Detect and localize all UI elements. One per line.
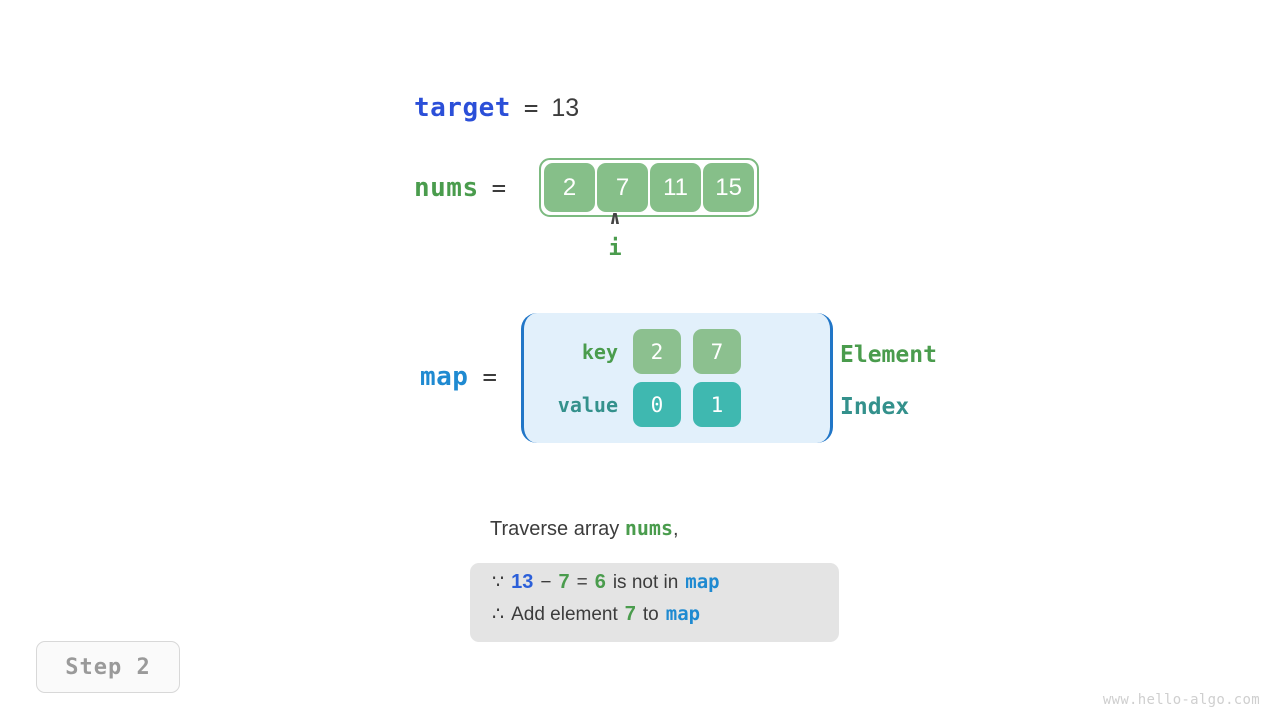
minus-operator: − [540,572,552,593]
caption-highlight: nums [624,516,674,540]
because-symbol: ∵ [492,572,505,593]
map-variable-name: map [420,362,469,392]
caption-suffix: , [673,518,679,540]
pointer-label: i [608,236,622,261]
therefore-symbol: ∴ [492,604,505,625]
target-declaration: target = 13 [414,93,579,123]
explanation-text-after: to [642,604,659,625]
nums-declaration: nums = 2 7 11 15 [414,158,760,217]
array-cell: 7 [597,163,649,212]
explanation-line-1: ∵ 13 − 7 = 6 is not in map [492,571,819,603]
caption: Traverse array nums, [490,516,679,541]
map-row-labels: key value [548,313,618,443]
map-value-cell: 0 [633,382,681,427]
explanation-text-before: Add element [511,604,618,625]
explanation-line-2: ∴ Add element 7 to map [492,603,819,635]
map-element-label: Element [840,342,937,368]
explanation-box: ∵ 13 − 7 = 6 is not in map ∴ Add element… [470,563,839,642]
map-value-cell: 1 [693,382,741,427]
map-key-cell: 7 [693,329,741,374]
explanation-complement: 6 [594,571,606,593]
array-cell: 15 [703,163,755,212]
map-value-row-label: value [557,393,618,417]
map-entry: 2 0 [633,329,681,427]
target-equals-sign: = [523,94,539,122]
pointer-caret-icon: ∧ [609,207,621,229]
explanation-current-element: 7 [558,571,570,593]
explanation-target-value: 13 [511,571,534,593]
explanation-text: is not in [612,572,679,593]
watermark: www.hello-algo.com [1102,692,1260,708]
array-index-pointer: ∧ i [589,208,641,264]
caption-prefix: Traverse array [490,518,625,540]
nums-equals-sign: = [491,173,507,202]
map-side-labels: Element Index [840,313,980,443]
nums-array-container: 2 7 11 15 [539,158,760,217]
array-cell: 2 [544,163,596,212]
target-value: 13 [551,94,580,122]
target-variable-name: target [414,93,511,123]
explanation-map-keyword: map [685,571,720,593]
array-cell: 11 [650,163,702,212]
map-index-label: Index [840,394,910,420]
explanation-added-element: 7 [624,603,636,625]
step-badge: Step 2 [36,641,180,693]
nums-variable-name: nums [414,172,479,203]
map-entry: 7 1 [693,329,741,427]
explanation-map-keyword: map [665,603,701,625]
map-key-cell: 2 [633,329,681,374]
map-equals-sign: = [482,363,497,391]
map-declaration: map = [420,362,497,392]
equals-operator: = [576,572,588,593]
map-key-row-label: key [581,340,618,364]
